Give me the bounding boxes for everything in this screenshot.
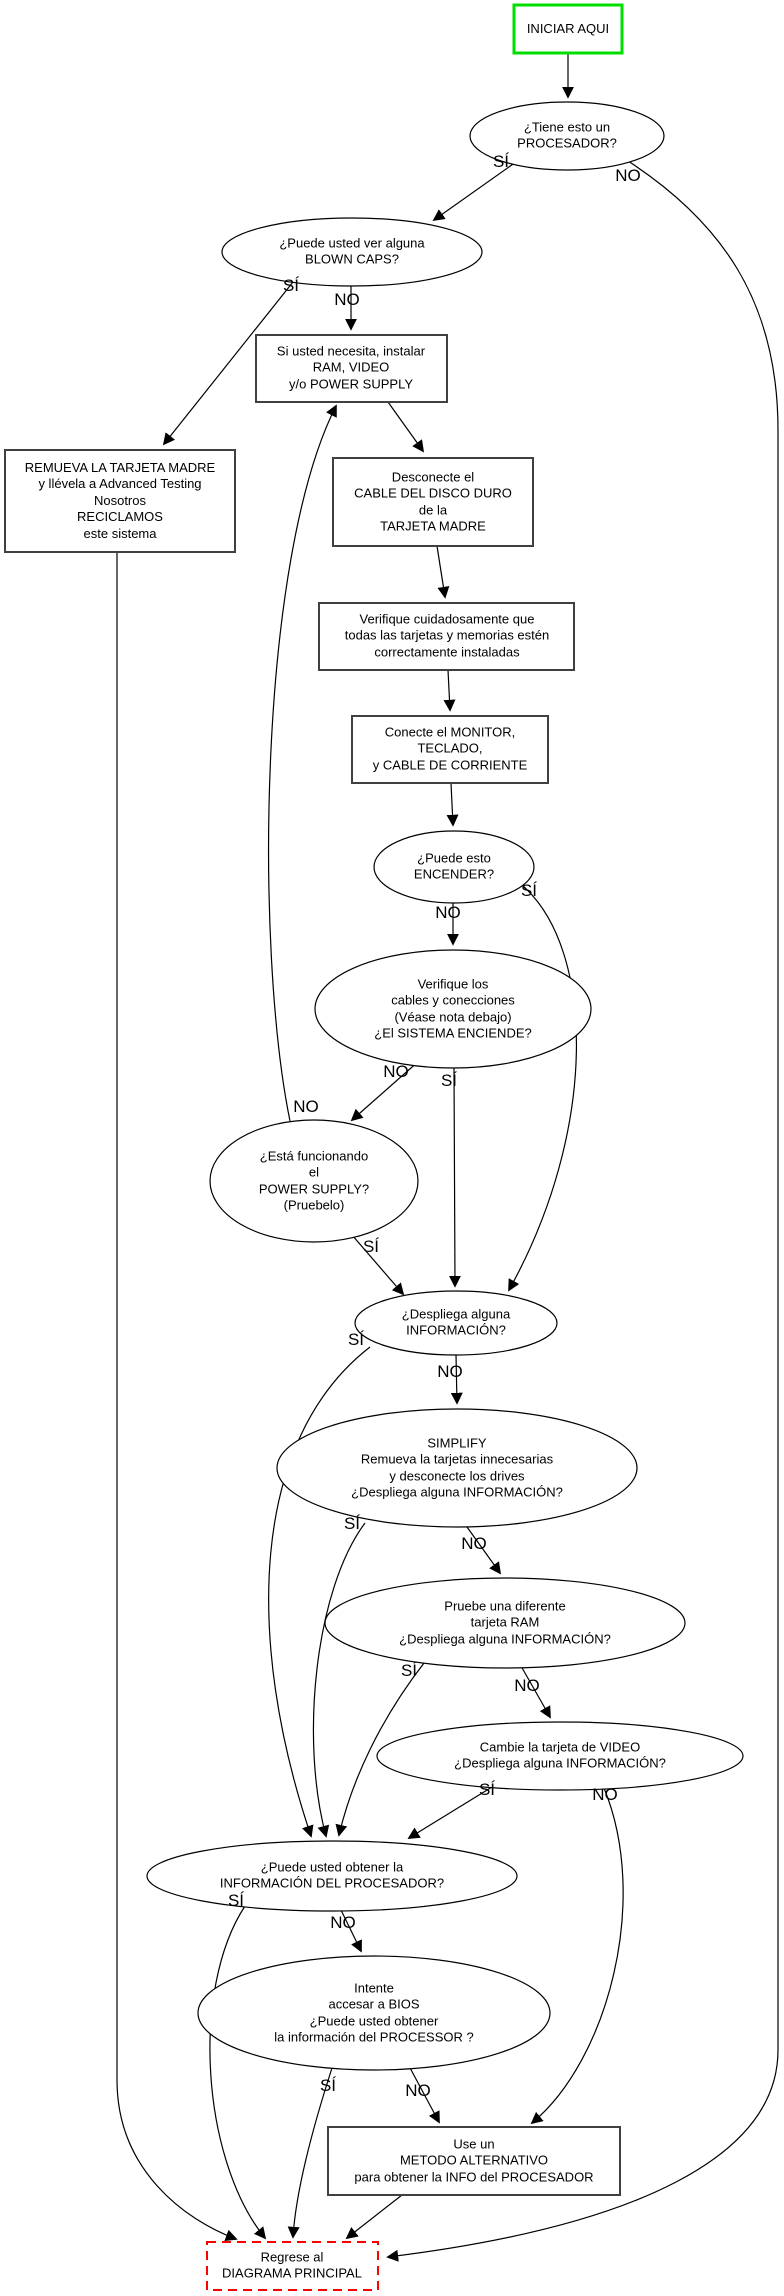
edge-proc-info-yes-to-return (209, 1905, 267, 2240)
node-power-on-ellipse (373, 830, 535, 904)
node-return-main-box (206, 2241, 379, 2291)
node-display-ellipse (354, 1290, 558, 1356)
node-connect-box (351, 715, 549, 784)
edge-disconnect-to-verify (436, 545, 450, 599)
node-processor-ellipse (469, 101, 665, 171)
edge-simplify-no-to-ram (466, 1526, 502, 1575)
node-simplify-ellipse (276, 1408, 638, 1528)
edge-processor-no-to-return (386, 158, 779, 2262)
node-proc-info-ellipse (146, 1840, 518, 1912)
edge-alt-to-return (345, 2194, 403, 2240)
edge-bios-no-to-alt (408, 2065, 440, 2124)
node-blown-caps-ellipse (221, 217, 483, 287)
edge-connect-to-power-on (446, 782, 459, 827)
node-install-box (255, 334, 448, 403)
node-verify-box (318, 602, 575, 671)
edge-ram-yes-to-proc-info (335, 1662, 425, 1837)
edge-display-yes-to-proc-info (268, 1346, 371, 1838)
edge-psu-no-to-install (267, 404, 337, 1122)
edge-cables-no-to-psu (350, 1059, 421, 1122)
edge-verify-to-connect (443, 669, 456, 712)
node-bios-ellipse (197, 1955, 551, 2071)
node-remove-board-box (4, 449, 236, 553)
edge-remove-to-return (116, 552, 238, 2242)
node-alt-method-box (327, 2126, 621, 2196)
edge-video-no-to-alt (530, 1787, 624, 2125)
node-disconnect-box (332, 457, 534, 547)
node-cables-ellipse (314, 949, 592, 1069)
node-video-ellipse (376, 1721, 744, 1791)
node-ram-ellipse (324, 1577, 686, 1669)
edge-blown-caps-yes-to-remove (162, 281, 294, 446)
edge-bios-yes-to-return (287, 2067, 333, 2239)
edge-power-on-yes-to-display (508, 885, 577, 1292)
edge-simplify-yes-to-proc-info (312, 1522, 366, 1838)
edge-display-no-to-simplify (450, 1354, 463, 1405)
edge-ram-no-to-video (520, 1665, 551, 1719)
edge-install-to-disconnect (387, 401, 425, 453)
edge-processor-yes-to-blown-caps (432, 161, 517, 222)
node-psu-ellipse (209, 1119, 419, 1243)
edge-psu-yes-to-display (351, 1234, 405, 1296)
node-start-box (512, 3, 624, 55)
edge-video-yes-to-proc-info (407, 1786, 493, 1839)
edge-cables-yes-to-display (448, 1067, 461, 1288)
edge-proc-info-no-to-bios (339, 1907, 362, 1953)
